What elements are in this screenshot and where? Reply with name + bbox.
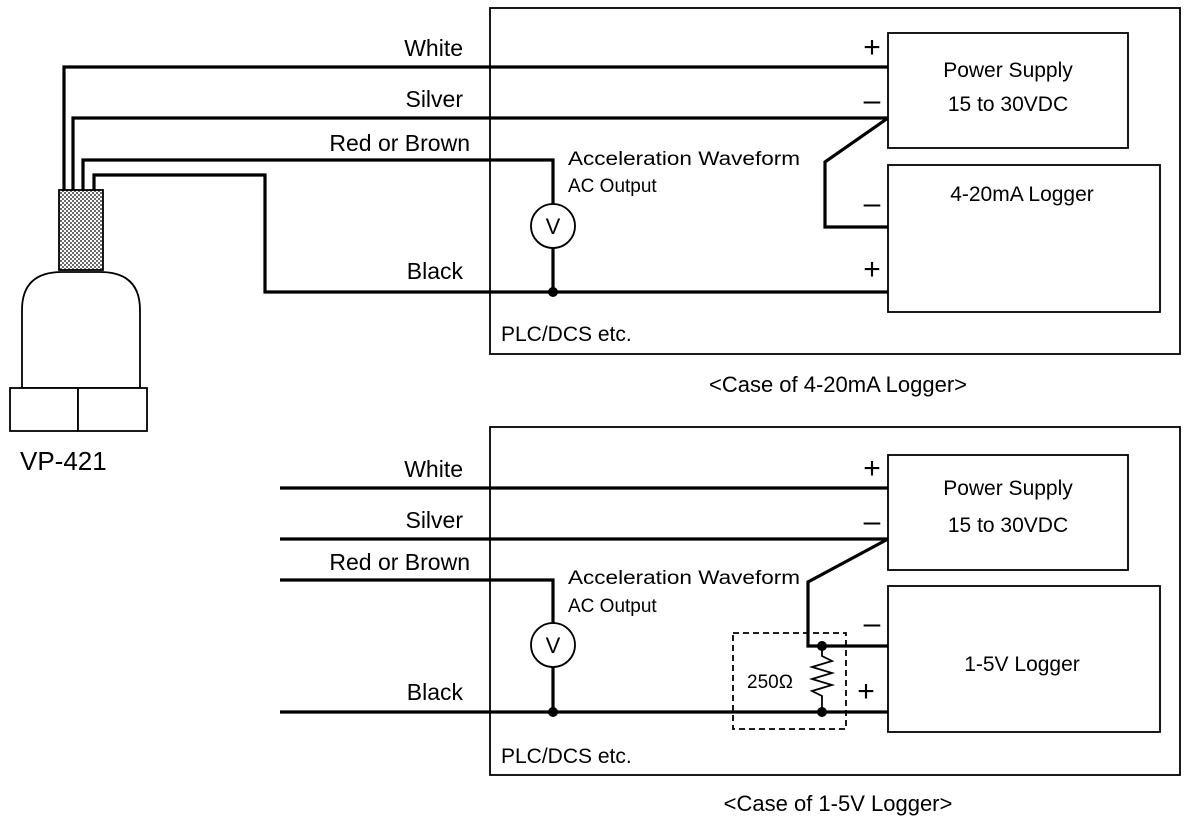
red-brown-wire-1 <box>81 158 555 292</box>
caption-1: <Case of 4-20mA Logger> <box>709 372 967 397</box>
sensor-model-label: VP-421 <box>20 446 107 476</box>
sensor-base-left <box>9 387 79 432</box>
resistor-label: 250Ω <box>747 672 793 693</box>
power-supply-1-minus: – <box>864 84 881 117</box>
output-label-1-line1: Acceleration Waveform <box>568 149 800 170</box>
resistor-250ohm <box>808 646 836 712</box>
logger-1-minus: – <box>864 187 881 220</box>
logger-box-1 <box>887 164 1161 313</box>
output-label-1-line2: AC Output <box>568 176 657 197</box>
junction-dot-1 <box>548 287 558 297</box>
power-supply-box-1 <box>887 32 1129 149</box>
voltmeter-2-label: V <box>546 633 561 658</box>
sensor-body <box>21 271 141 389</box>
case-1-5v-diagram: 250Ω V Power Supply 15 to 30VDC + – 1-5V… <box>280 426 1181 816</box>
output-label-2-line2: AC Output <box>568 596 657 617</box>
system-label-1: PLC/DCS etc. <box>501 323 632 346</box>
wire-label-silver-2: Silver <box>405 507 463 533</box>
power-supply-2-minus: – <box>864 505 881 538</box>
logger-box-2 <box>887 585 1161 733</box>
voltmeter-1-label: V <box>546 214 561 239</box>
wire-label-black-2: Black <box>407 679 464 705</box>
power-supply-2-title: Power Supply <box>943 477 1073 500</box>
silver-wire-1 <box>71 116 888 190</box>
power-supply-1-title: Power Supply <box>943 59 1073 82</box>
logger-feed-wire-2 <box>806 537 889 648</box>
white-wire-1 <box>62 65 888 190</box>
resistor-dot-bottom <box>817 707 827 717</box>
logger-2-plus: + <box>857 675 875 708</box>
power-supply-1-voltage: 15 to 30VDC <box>948 93 1068 116</box>
wire-label-white-2: White <box>404 456 463 482</box>
cable-sheath <box>58 189 104 271</box>
power-supply-1-plus: + <box>863 31 881 64</box>
voltmeter-1 <box>530 203 576 249</box>
wire-label-red-brown-2: Red or Brown <box>329 549 470 575</box>
power-supply-box-2 <box>887 454 1129 571</box>
logger-2-label: 1-5V Logger <box>964 653 1080 676</box>
power-supply-2-voltage: 15 to 30VDC <box>948 514 1068 537</box>
case-4-20ma-diagram: V Power Supply 15 to 30VDC + – 4-20mA Lo… <box>62 7 1181 397</box>
resistor-dot-top <box>817 641 827 651</box>
wire-label-black-1: Black <box>407 258 464 284</box>
junction-dot-2 <box>548 707 558 717</box>
logger-1-plus: + <box>863 253 881 286</box>
wire-label-silver-1: Silver <box>405 86 463 112</box>
logger-2-minus: – <box>864 607 881 640</box>
resistor-dashed-box <box>732 632 847 730</box>
power-supply-2-plus: + <box>863 452 881 485</box>
caption-2: <Case of 1-5V Logger> <box>724 791 953 816</box>
system-label-2: PLC/DCS etc. <box>501 745 632 768</box>
wire-label-red-brown-1: Red or Brown <box>329 130 470 156</box>
voltmeter-2 <box>530 622 576 668</box>
sensor-base-right <box>77 387 148 432</box>
wire-label-white-1: White <box>404 35 463 61</box>
logger-1-label: 4-20mA Logger <box>950 183 1094 206</box>
vp-421-sensor: VP-421 <box>9 189 148 476</box>
red-brown-wire-2 <box>280 578 555 712</box>
output-label-2-line1: Acceleration Waveform <box>568 568 800 589</box>
